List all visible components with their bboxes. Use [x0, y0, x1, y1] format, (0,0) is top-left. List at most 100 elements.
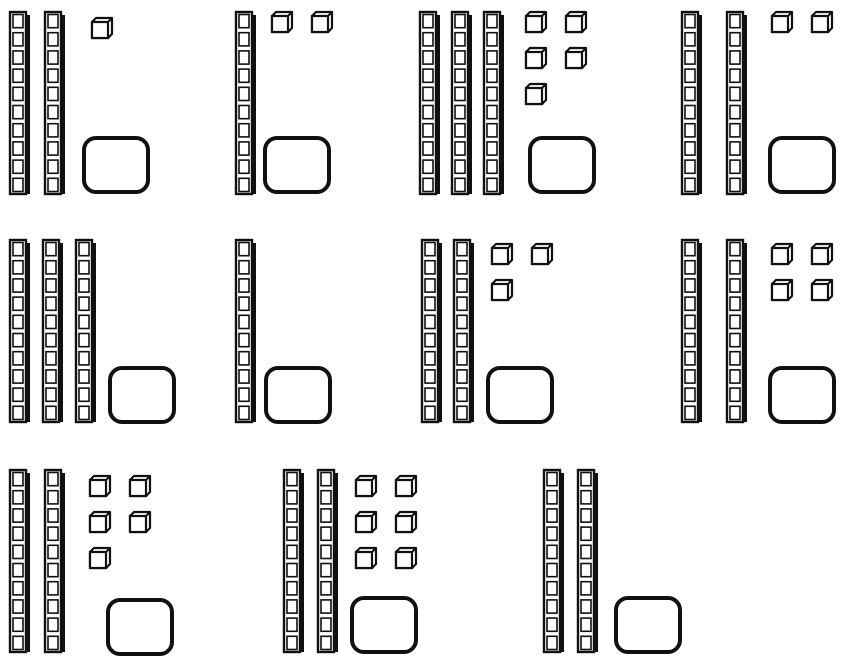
rod-unit	[685, 178, 695, 191]
rod-unit	[13, 564, 23, 577]
rod-unit	[13, 352, 23, 365]
rod-unit	[425, 352, 435, 365]
ten-rod	[727, 240, 747, 422]
rod-unit	[487, 33, 497, 46]
problem-5	[10, 240, 174, 422]
rod-unit	[287, 491, 297, 504]
rod-unit	[423, 160, 433, 173]
rod-unit	[547, 473, 557, 486]
rod-unit	[487, 160, 497, 173]
rod-unit	[239, 178, 249, 191]
rod-unit	[730, 388, 740, 401]
rod-unit	[13, 69, 23, 82]
one-cube	[396, 512, 416, 532]
rod-unit	[455, 87, 465, 100]
answer-box[interactable]	[488, 368, 552, 422]
rod-unit	[13, 600, 23, 613]
rod-unit	[79, 279, 89, 292]
rod-unit	[46, 370, 56, 383]
rod-unit	[455, 33, 465, 46]
rod-unit	[239, 69, 249, 82]
rod-unit	[455, 69, 465, 82]
rod-unit	[425, 388, 435, 401]
rod-unit	[239, 261, 249, 274]
answer-box[interactable]	[108, 600, 172, 654]
rod-unit	[685, 69, 695, 82]
rod-unit	[239, 406, 249, 419]
rod-unit	[547, 509, 557, 522]
rod-unit	[547, 582, 557, 595]
rod-unit	[13, 315, 23, 328]
rod-unit	[685, 51, 695, 64]
answer-box[interactable]	[84, 138, 148, 192]
answer-box[interactable]	[265, 138, 329, 192]
rod-unit	[13, 545, 23, 558]
rod-unit	[685, 279, 695, 292]
rod-unit	[321, 618, 331, 631]
rod-unit	[48, 491, 58, 504]
ten-rod	[76, 240, 96, 422]
rod-unit	[13, 261, 23, 274]
rod-unit	[581, 618, 591, 631]
rod-unit	[321, 545, 331, 558]
problem-8	[682, 240, 834, 422]
problem-6	[236, 240, 330, 422]
answer-box[interactable]	[352, 598, 416, 652]
answer-box[interactable]	[770, 368, 834, 422]
problem-7	[422, 240, 552, 422]
rod-unit	[48, 87, 58, 100]
rod-unit	[581, 545, 591, 558]
problem-2	[236, 12, 332, 194]
rod-unit	[487, 51, 497, 64]
rod-unit	[287, 473, 297, 486]
rod-unit	[48, 527, 58, 540]
rod-unit	[46, 297, 56, 310]
one-cube	[492, 244, 512, 264]
one-cube	[356, 548, 376, 568]
rod-unit	[13, 15, 23, 28]
answer-box[interactable]	[110, 368, 174, 422]
rod-unit	[79, 243, 89, 256]
answer-box[interactable]	[266, 368, 330, 422]
rod-unit	[581, 473, 591, 486]
answer-box[interactable]	[530, 138, 594, 192]
rod-unit	[730, 142, 740, 155]
one-cube	[812, 244, 832, 264]
answer-box[interactable]	[616, 598, 680, 652]
rod-unit	[13, 334, 23, 347]
answer-box[interactable]	[770, 138, 834, 192]
ten-rod	[452, 12, 472, 194]
problem-10	[284, 470, 416, 652]
rod-unit	[13, 243, 23, 256]
rod-unit	[321, 564, 331, 577]
rod-unit	[48, 564, 58, 577]
rod-unit	[487, 69, 497, 82]
rod-unit	[581, 564, 591, 577]
ten-rod	[236, 240, 256, 422]
rod-unit	[46, 261, 56, 274]
rod-unit	[487, 124, 497, 137]
rod-unit	[730, 261, 740, 274]
rod-unit	[581, 527, 591, 540]
ten-rod	[420, 12, 440, 194]
problem-1	[10, 12, 148, 194]
one-cube	[492, 280, 512, 300]
rod-unit	[13, 178, 23, 191]
rod-unit	[547, 527, 557, 540]
rod-unit	[48, 545, 58, 558]
rod-unit	[239, 388, 249, 401]
rod-unit	[457, 279, 467, 292]
ten-rod	[318, 470, 338, 652]
rod-unit	[730, 15, 740, 28]
rod-unit	[239, 243, 249, 256]
rod-unit	[487, 106, 497, 119]
rod-unit	[455, 124, 465, 137]
rod-unit	[321, 636, 331, 649]
rod-unit	[287, 509, 297, 522]
rod-unit	[457, 334, 467, 347]
rod-unit	[79, 315, 89, 328]
rod-unit	[239, 15, 249, 28]
rod-unit	[79, 388, 89, 401]
one-cube	[130, 512, 150, 532]
one-cube	[812, 12, 832, 32]
